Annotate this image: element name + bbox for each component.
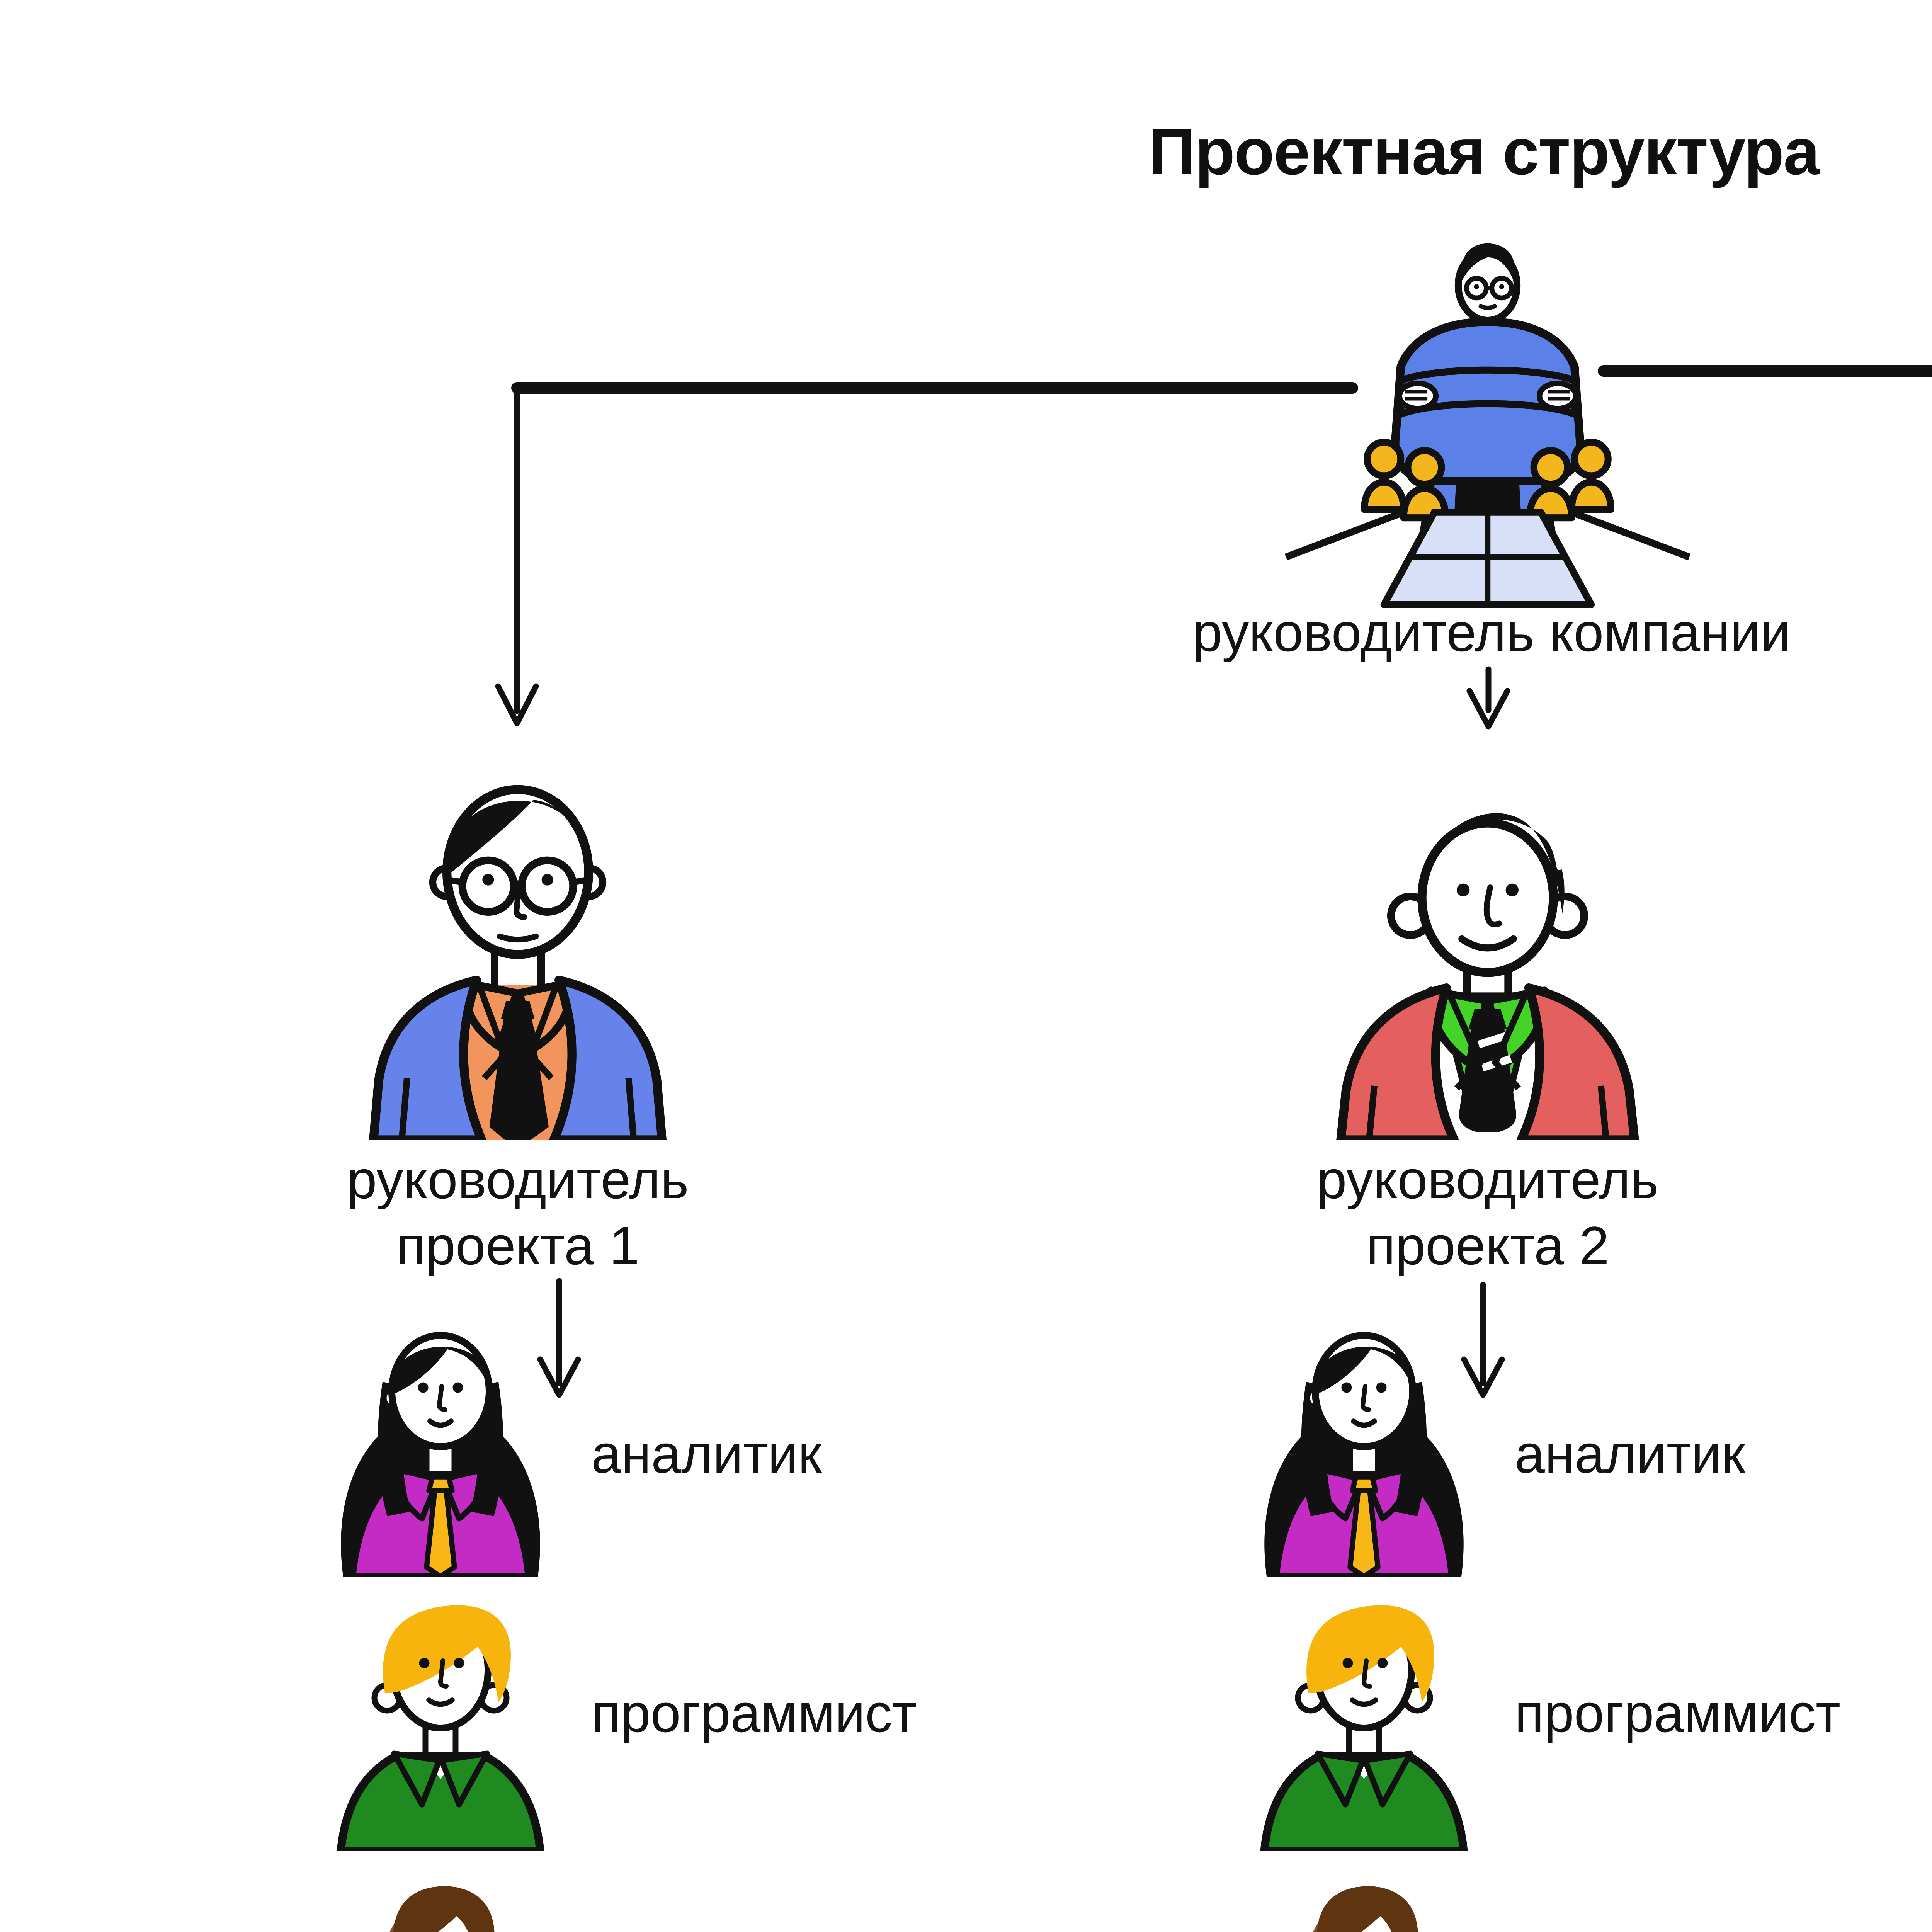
role-label-programmer: программист <box>1515 1683 1841 1743</box>
company-director-avatar <box>1264 232 1712 611</box>
project-manager-2-avatar <box>1294 753 1681 1140</box>
programmer-avatar <box>1248 1596 1480 1851</box>
manager-label-line2: проекта 1 <box>396 1215 639 1276</box>
manager-label-line1: руководитель <box>1316 1149 1659 1210</box>
manager-label-line1: руководитель <box>347 1149 689 1210</box>
programmer-avatar <box>325 1596 556 1851</box>
role-label-analyst: аналитик <box>1515 1423 1745 1484</box>
page-title: Проектная структура <box>1148 115 1820 189</box>
analyst-avatar <box>1248 1321 1480 1577</box>
analyst-avatar <box>325 1321 556 1577</box>
company-director-label: руководитель компании <box>1192 602 1791 663</box>
project-manager-1-label: руководитель проекта 1 <box>170 1147 866 1279</box>
manager-label-line2: проекта 2 <box>1366 1215 1609 1276</box>
project-manager-2-label: руководитель проекта 2 <box>1140 1147 1835 1279</box>
tester-avatar <box>1248 1872 1480 1932</box>
tester-avatar <box>325 1872 556 1932</box>
role-label-programmer: программист <box>591 1683 917 1743</box>
project-manager-1-avatar <box>325 753 711 1140</box>
role-label-analyst: аналитик <box>591 1423 822 1484</box>
